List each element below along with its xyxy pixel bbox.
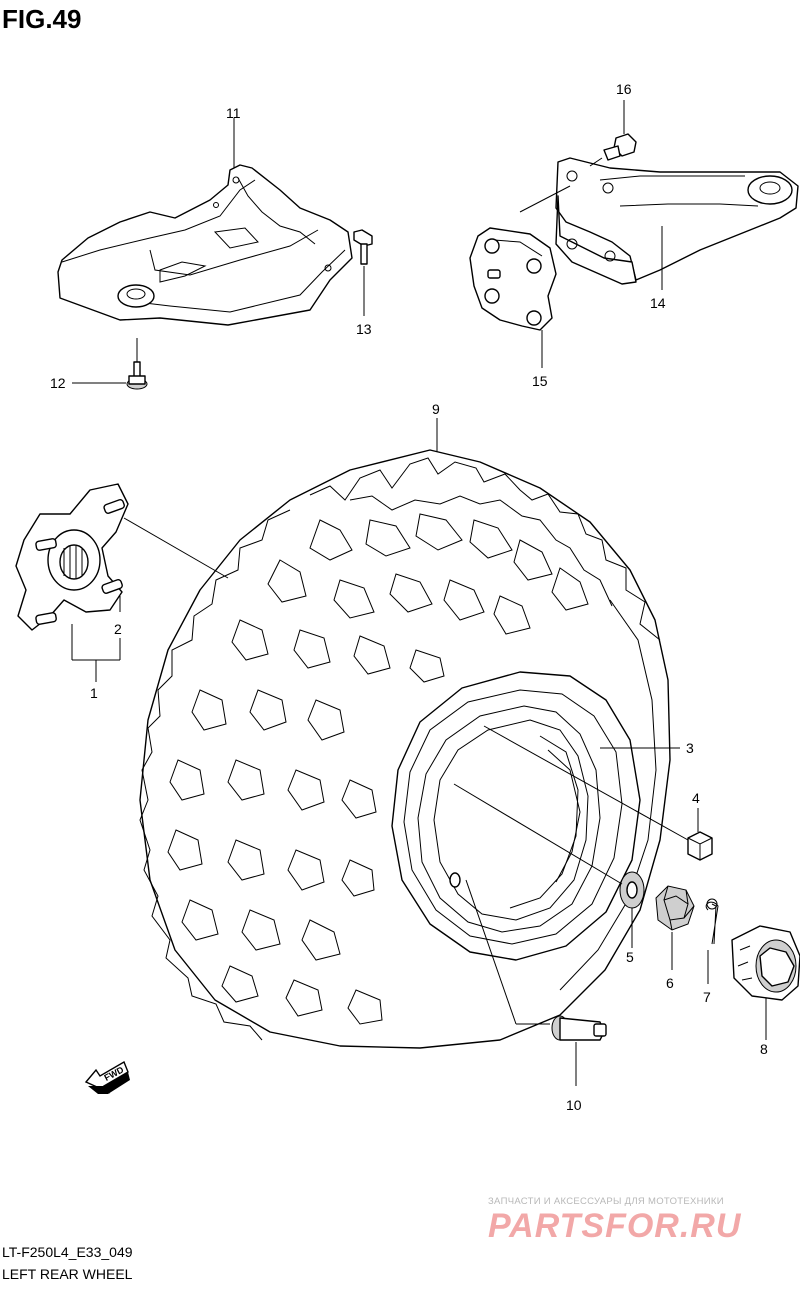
watermark-logo: PARTSFOR.RU: [488, 1207, 742, 1245]
model-code: LT-F250L4_E33_049: [2, 1244, 133, 1260]
part-5-washer: [619, 871, 645, 909]
part-15-clamp: [469, 227, 557, 331]
callout-5: 5: [626, 949, 634, 965]
part-6-castle-nut: [655, 885, 695, 931]
callout-12: 12: [50, 375, 66, 391]
callout-6: 6: [666, 975, 674, 991]
stud: [35, 612, 57, 625]
callout-15: 15: [532, 373, 548, 389]
stud: [101, 578, 123, 594]
watermark-subtitle: ЗАПЧАСТИ И АКСЕССУАРЫ ДЛЯ МОТОТЕХНИКИ: [488, 1196, 724, 1207]
fwd-arrow: FWD: [84, 1060, 130, 1094]
stud: [103, 498, 125, 514]
callout-13: 13: [356, 321, 372, 337]
part-16-bolt: [603, 133, 637, 161]
callout-9: 9: [432, 401, 440, 417]
callout-7: 7: [703, 989, 711, 1005]
callout-8: 8: [760, 1041, 768, 1057]
part-13-bolt: [353, 229, 373, 265]
part-7-cotter-pin: [705, 898, 719, 945]
part-12-bolt: [126, 338, 148, 390]
part-1-hub: [15, 483, 129, 631]
callout-4: 4: [692, 790, 700, 806]
callout-1: 1: [90, 685, 98, 701]
callout-14: 14: [650, 295, 666, 311]
stud: [35, 538, 57, 551]
callout-2: 2: [114, 621, 122, 637]
part-10-valve: [551, 1015, 607, 1041]
callout-16: 16: [616, 81, 632, 97]
callout-3: 3: [686, 740, 694, 756]
part-14-bracket: [555, 157, 799, 285]
figure-caption: LEFT REAR WHEEL: [2, 1266, 133, 1282]
part-4-nut: [687, 831, 713, 861]
callout-10: 10: [566, 1097, 582, 1113]
part-9-tire: [139, 449, 671, 1049]
part-8-hub-cap: [731, 925, 800, 1001]
part-11-guard: [57, 164, 353, 326]
watermark: ЗАПЧАСТИ И АКСЕССУАРЫ ДЛЯ МОТОТЕХНИКИ PA…: [488, 1196, 788, 1246]
figure-title: FIG.49: [2, 4, 82, 34]
callout-11: 11: [226, 105, 241, 121]
